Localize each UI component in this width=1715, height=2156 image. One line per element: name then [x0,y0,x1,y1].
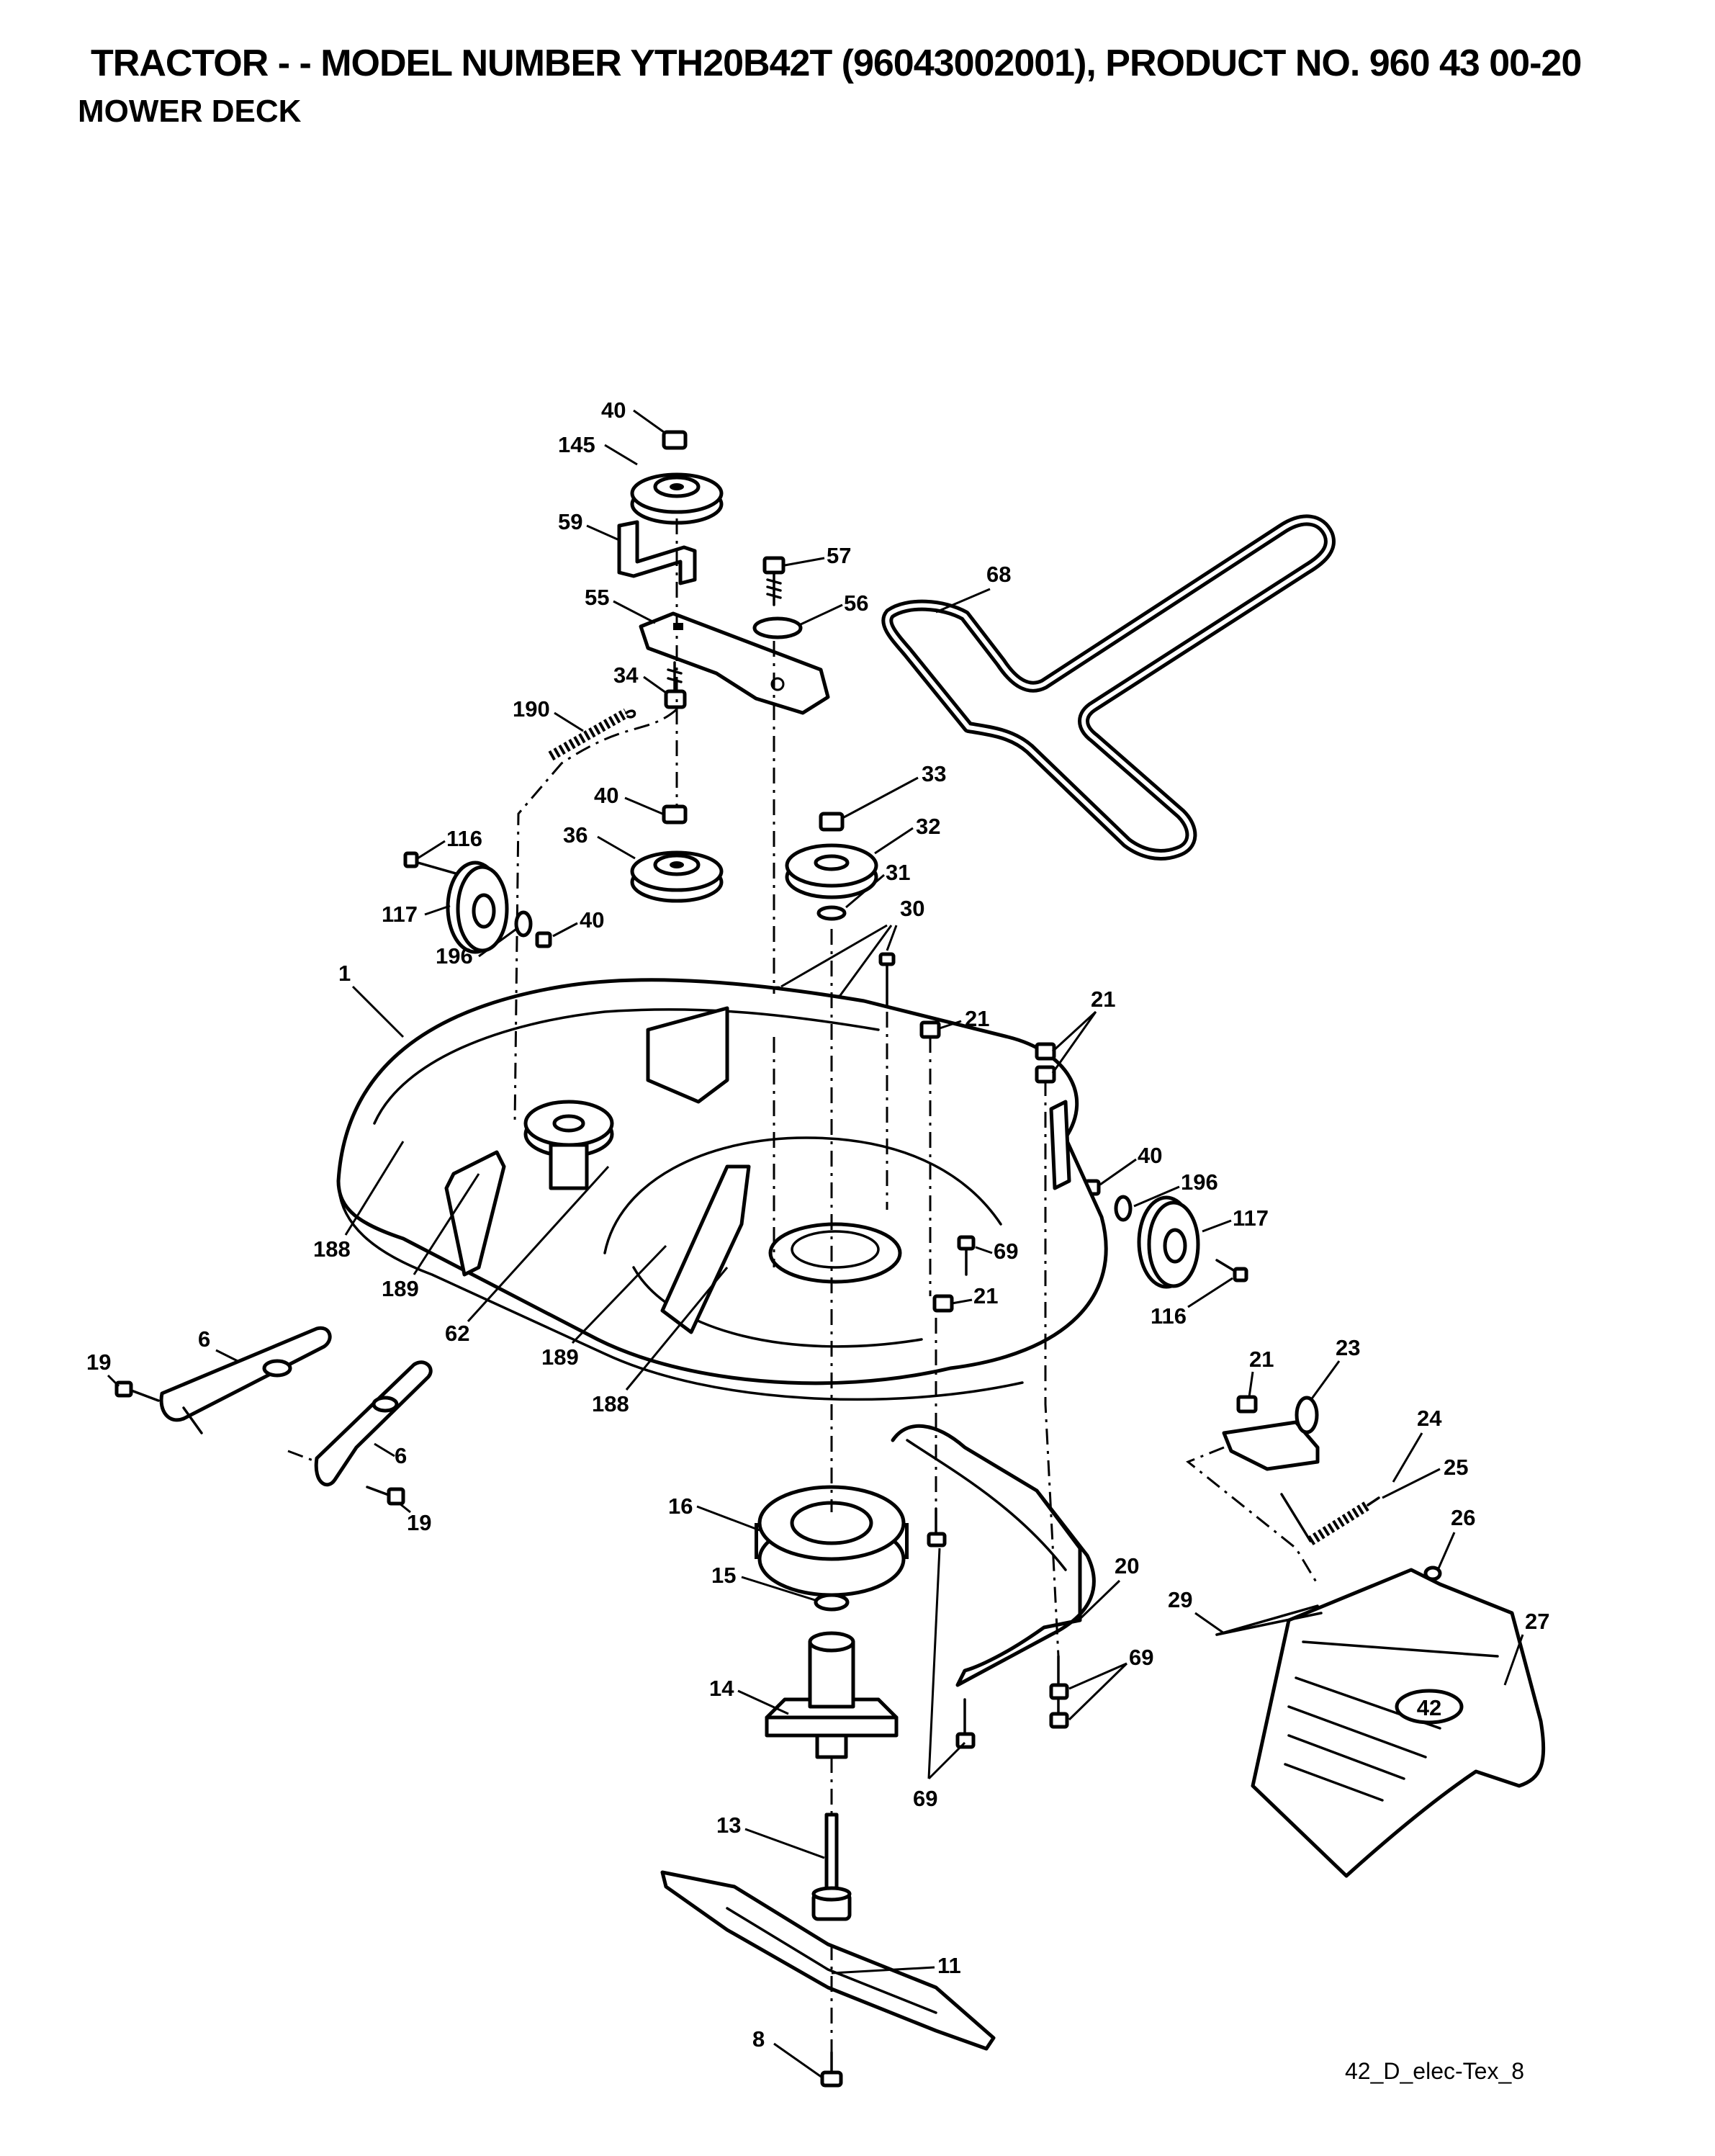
chute-rod-29 [1215,1612,1323,1636]
callout-6: 6 [198,1326,210,1352]
callout-16: 16 [668,1494,693,1519]
callout-21b: 21 [1091,987,1115,1012]
callout-40: 40 [601,397,626,423]
callout-13: 13 [716,1813,741,1838]
callout-40d: 40 [1138,1143,1162,1168]
callout-68: 68 [986,562,1011,587]
callout-59: 59 [558,509,582,534]
callout-145: 145 [558,432,595,457]
callout-8: 8 [752,2026,765,2052]
callout-196b: 196 [1181,1169,1218,1195]
lift-bracket-6-lower [314,1360,433,1506]
belt-guide-59 [617,520,697,585]
callout-116b: 116 [1151,1303,1187,1329]
callout-55: 55 [585,585,609,610]
idler-pulley-36 [630,804,724,903]
bolts-69-lower [927,1507,1069,1749]
callout-20: 20 [1115,1553,1139,1578]
blade-bolt-8 [820,2051,843,2088]
spindle-pulley-32 [785,812,878,921]
callout-33: 33 [922,761,946,786]
callout-23: 23 [1336,1335,1360,1360]
callout-21d: 21 [1249,1347,1274,1372]
mower-belt [881,514,1336,861]
callout-21: 21 [965,1006,989,1031]
lift-bracket-6-upper [114,1326,332,1434]
callout-25: 25 [1444,1455,1468,1480]
spindle-spacer-16 [755,1485,909,1597]
callout-32: 32 [916,814,940,839]
callout-188: 188 [313,1236,351,1262]
callout-6b: 6 [395,1443,407,1468]
callout-29: 29 [1168,1587,1192,1612]
callout-69: 69 [994,1239,1018,1264]
callout-188b: 188 [592,1391,629,1416]
bolt-57 [762,556,786,606]
callout-14: 14 [709,1676,734,1701]
diagram-title: TRACTOR - - MODEL NUMBER YTH20B42T (9604… [91,42,1582,84]
callout-19: 19 [86,1349,111,1375]
callout-116: 116 [446,826,482,851]
callout-69c: 69 [913,1786,937,1811]
diagram-subtitle: MOWER DECK [78,94,302,129]
callout-36: 36 [563,822,588,848]
callout-34: 34 [613,662,639,688]
callout-30: 30 [900,896,924,921]
mower-blade-11 [660,1870,996,2051]
callout-27: 27 [1525,1609,1549,1634]
callout-11: 11 [937,1953,961,1978]
callout-117b: 117 [1233,1205,1269,1231]
chute-badge-text: 42 [1417,1695,1441,1720]
assembly-lines [287,518,1319,2052]
callout-19b: 19 [407,1510,431,1535]
gauge-wheel-left [403,851,552,954]
callout-15: 15 [711,1563,736,1588]
spindle-shaft-13 [811,1813,852,1921]
callout-189b: 189 [541,1344,579,1370]
spring-190 [548,708,636,761]
callout-40c: 40 [580,907,604,933]
callout-190: 190 [513,696,550,722]
callout-117: 117 [382,902,418,927]
gauge-wheel-right [1084,1179,1248,1289]
washer-15 [814,1593,850,1612]
callout-26: 26 [1451,1505,1475,1530]
chute-spring-25 [1280,1493,1380,1545]
callout-196: 196 [436,943,473,969]
callout-31: 31 [886,860,910,885]
callout-69b: 69 [1129,1645,1153,1670]
mower-deck-housing [336,978,1108,1401]
callout-labels: 40 145 59 57 56 55 68 34 190 40 36 33 32… [86,397,1549,2079]
bolt-34 [664,661,687,709]
chute-bracket-23 [1222,1396,1320,1471]
callout-56: 56 [844,590,868,616]
nut-40-top [662,430,688,450]
callout-57: 57 [827,543,851,568]
discharge-chute-27: 42 [1215,1568,1546,1878]
bracket-20 [891,1424,1096,1687]
callout-189: 189 [382,1276,419,1301]
spindle-assembly-14 [765,1631,899,1759]
bolt-69-upper [957,1235,976,1276]
callout-21c: 21 [973,1283,998,1308]
callout-24: 24 [1417,1406,1442,1431]
idler-pulley-145 [630,472,724,525]
washer-56 [752,616,803,639]
callout-40b: 40 [594,783,618,808]
callout-1: 1 [338,961,351,986]
callout-62: 62 [445,1321,469,1346]
diagram-reference-code: 42_D_elec-Tex_8 [1345,2058,1525,2084]
